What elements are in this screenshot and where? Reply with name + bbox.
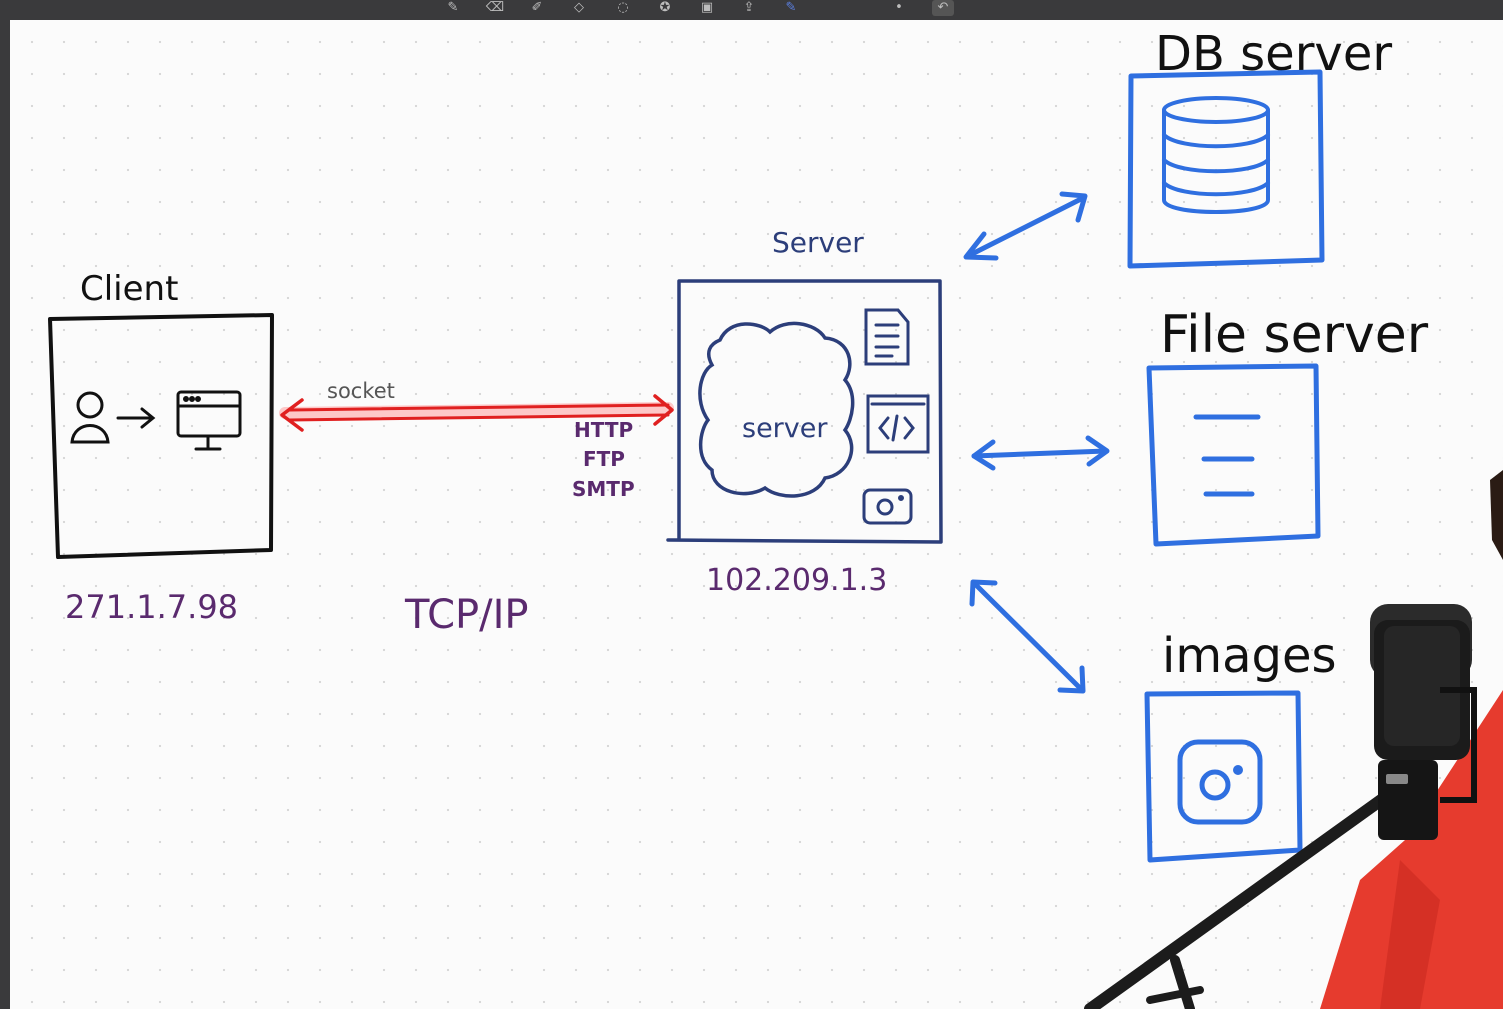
client-node: Client 271.1.7.98 xyxy=(48,269,274,626)
image-icon[interactable]: ▣ xyxy=(700,0,714,15)
more-icon[interactable]: • xyxy=(895,0,903,15)
link-images xyxy=(969,579,1086,694)
images-label: images xyxy=(1162,628,1337,684)
pen-icon[interactable]: ✎ xyxy=(447,0,459,15)
server-box xyxy=(666,279,943,544)
blue-pen-icon[interactable]: ✎ xyxy=(785,0,797,15)
drawing-toolbar: ✎ ⌫ ✐ ◇ ◌ ✪ ▣ ⇪ ✎ • ↶ xyxy=(0,0,1503,20)
presenter-shoulder xyxy=(1490,470,1503,560)
eraser-icon[interactable]: ⌫ xyxy=(485,0,505,15)
link-db xyxy=(963,191,1088,261)
server-cloud xyxy=(698,321,855,498)
server-label: Server xyxy=(772,226,864,259)
microphone-stand xyxy=(1084,784,1401,1009)
socket-arrowhead-right xyxy=(653,394,674,426)
camera-icon xyxy=(862,488,913,525)
file-server-node: File server xyxy=(1146,305,1429,547)
file-lines-icon xyxy=(1193,414,1261,497)
socket-label: socket xyxy=(327,379,395,403)
share-icon[interactable]: ⇪ xyxy=(743,0,755,15)
file-server-box xyxy=(1146,363,1321,547)
lasso-icon[interactable]: ◌ xyxy=(617,0,629,15)
protocol-http: HTTP xyxy=(574,418,633,442)
socket-connection: socket HTTP FTP SMTP TCP/IP xyxy=(279,379,674,638)
monitor-icon xyxy=(176,390,242,451)
server-inner-label: server xyxy=(742,413,828,444)
server-node: Server server 102.209.1.3 xyxy=(666,226,943,598)
file-server-label: File server xyxy=(1160,305,1429,365)
socket-arrowhead-left xyxy=(280,398,304,432)
images-box xyxy=(1144,690,1303,863)
whiteboard-canvas[interactable]: Client 271.1.7.98 socket HTTP FTP SMTP T… xyxy=(10,20,1503,1009)
sticker-icon[interactable]: ✪ xyxy=(659,0,671,15)
client-ip: 271.1.7.98 xyxy=(65,588,238,626)
document-icon xyxy=(864,308,910,366)
highlighter-icon[interactable]: ✐ xyxy=(531,0,543,15)
transport-label: TCP/IP xyxy=(404,592,529,638)
presenter-shirt-shade xyxy=(1380,860,1440,1009)
presenter-shirt xyxy=(1320,690,1503,1009)
db-server-box xyxy=(1127,69,1325,269)
presenter-overlay xyxy=(1084,470,1503,1009)
link-file xyxy=(971,435,1110,471)
client-label: Client xyxy=(80,269,178,309)
code-icon xyxy=(866,394,930,454)
undo-icon[interactable]: ↶ xyxy=(932,0,954,16)
user-icon xyxy=(70,391,110,444)
microphone-icon xyxy=(1370,604,1477,840)
arrow-right-icon xyxy=(116,407,156,429)
socket-arrow xyxy=(288,403,670,422)
socket-arrow-glow xyxy=(279,402,674,419)
database-icon xyxy=(1162,96,1270,214)
shapes-icon[interactable]: ◇ xyxy=(574,0,584,15)
client-box xyxy=(48,313,274,559)
image-camera-icon xyxy=(1177,739,1263,825)
db-server-node: DB server xyxy=(1127,26,1392,269)
protocol-smtp: SMTP xyxy=(572,477,635,501)
protocol-ftp: FTP xyxy=(583,447,625,471)
server-ip: 102.209.1.3 xyxy=(706,563,887,598)
images-node: images xyxy=(1144,628,1337,863)
